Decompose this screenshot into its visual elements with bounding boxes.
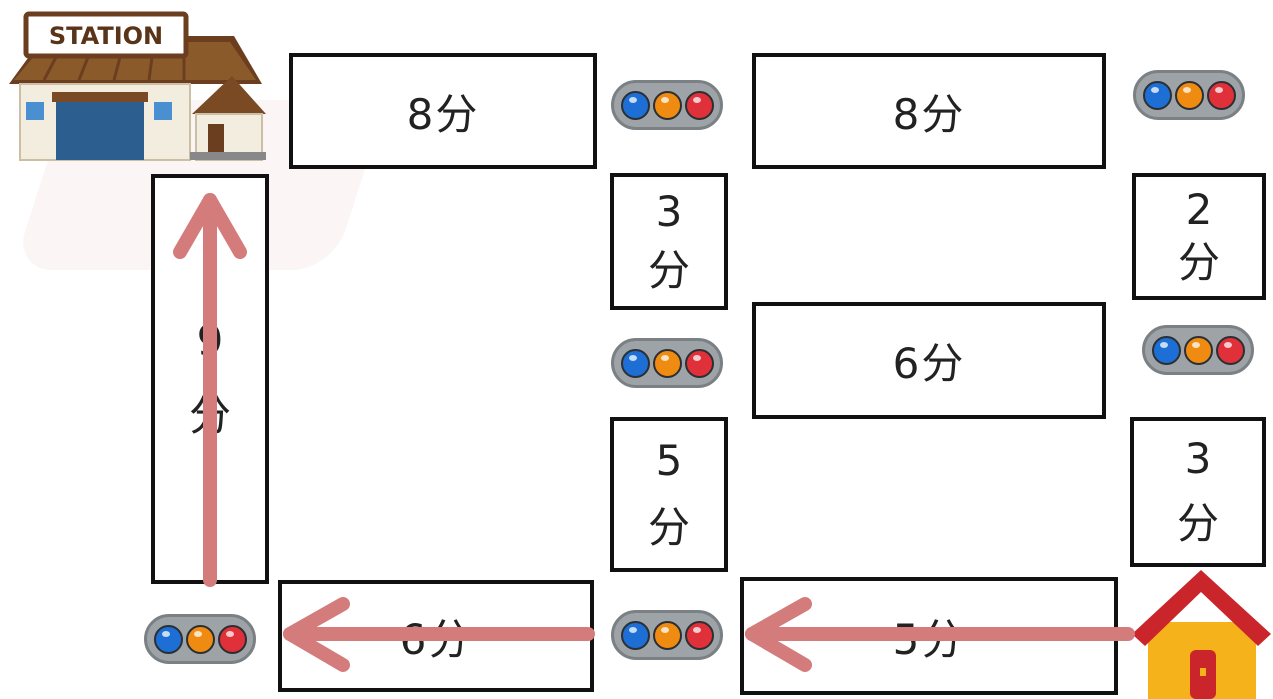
yellow-lamp [652,348,682,378]
traffic-light-icon [144,614,256,664]
red-lamp [684,620,714,650]
yellow-lamp [1174,80,1204,110]
segment-right-upper: 2 分 [1132,173,1266,300]
segment-mid-lower: 5 分 [610,417,728,572]
blue-lamp [620,348,650,378]
yellow-lamp [185,624,215,654]
segment-time-label: 8分 [406,89,480,139]
segment-time-number: 3 [1184,434,1212,484]
segment-time-number: 3 [655,187,683,237]
segment-time-label: 6分 [892,339,966,388]
segment-top-left: 8分 [289,53,597,169]
traffic-light-icon [611,338,723,388]
red-lamp [684,90,714,120]
segment-time-unit: 分 [1177,238,1220,288]
traffic-light-icon [1133,70,1245,120]
station-sign-text: STATION [49,22,163,50]
segment-middle: 6分 [752,302,1106,419]
yellow-lamp [652,620,682,650]
yellow-lamp [652,90,682,120]
blue-lamp [153,624,183,654]
segment-time-label: 8分 [892,89,966,139]
traffic-light-icon [1142,325,1254,375]
station-building-icon: STATION [9,11,266,161]
segment-time-unit: 分 [1176,499,1219,549]
segment-mid-upper: 3 分 [610,173,728,310]
blue-lamp [1142,80,1172,110]
red-lamp [684,348,714,378]
traffic-light-icon [611,80,723,130]
segment-top-right: 8分 [752,53,1106,169]
route-arrowhead-up [173,193,247,259]
segment-right-lower: 3 分 [1130,417,1266,567]
segment-time-unit: 分 [647,245,690,295]
house-icon [1132,570,1271,699]
segment-time-number: 2 [1185,184,1213,234]
blue-lamp [1151,335,1181,365]
red-lamp [1215,335,1245,365]
red-lamp [1206,80,1236,110]
yellow-lamp [1183,335,1213,365]
segment-time-number: 5 [655,435,683,485]
segment-time-unit: 分 [647,503,690,553]
blue-lamp [620,90,650,120]
route-arrowhead-left [745,597,812,672]
red-lamp [217,624,247,654]
blue-lamp [620,620,650,650]
traffic-light-icon [611,610,723,660]
route-arrowhead-left [283,597,350,672]
